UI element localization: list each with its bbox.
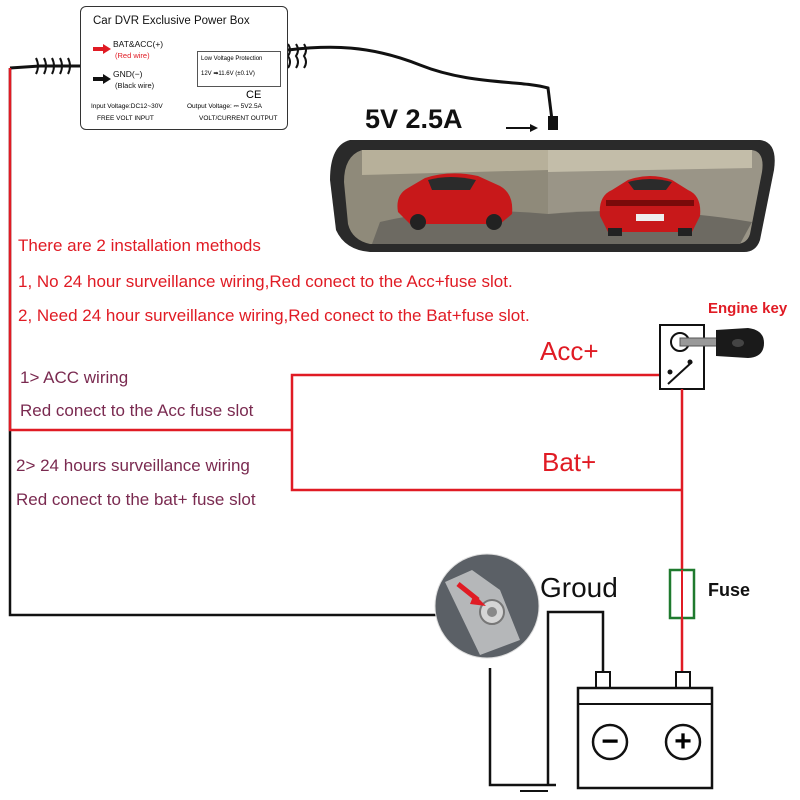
instruction-header: There are 2 installation methods [18, 236, 261, 255]
acc-label: Acc+ [540, 336, 599, 366]
ground-symbol [512, 784, 556, 792]
red-wire-acc [290, 373, 660, 430]
engine-key-switch [659, 324, 764, 390]
power-box: Car DVR Exclusive Power Box BAT&ACC(+) (… [80, 6, 288, 130]
black-wire-battery-neg [546, 610, 605, 785]
black-wire-label: (Black wire) [115, 81, 155, 90]
battery [576, 671, 714, 790]
red-wire-main [8, 68, 292, 432]
instruction-method-1: 1, No 24 hour surveillance wiring,Red co… [18, 272, 513, 291]
output-cable [286, 43, 558, 130]
battery-minus-icon: − [601, 725, 619, 758]
red-wire-label: (Red wire) [115, 51, 150, 60]
red-wire-bat [290, 430, 682, 492]
output-rating: 5V 2.5A [365, 104, 463, 134]
black-arrow-icon [93, 71, 111, 89]
fuse-label: Fuse [708, 580, 751, 600]
input-cable [9, 57, 80, 75]
gnd-label: GND(−) [113, 69, 143, 79]
bat-wiring-title: 2> 24 hours surveillance wiring [16, 456, 250, 475]
bat-label: Bat+ [542, 447, 597, 477]
mirror-dashcam [330, 140, 775, 252]
ground-bolt-photo [434, 553, 540, 659]
low-voltage-title: Low Voltage Protection [201, 56, 263, 62]
battery-plus-icon: + [674, 725, 692, 758]
output-voltage: Output Voltage: ⎓ 5V2.5A [187, 103, 262, 110]
input-voltage: Input Voltage:DC12~30V [91, 103, 163, 110]
low-voltage-protection: Low Voltage Protection 12V ➡11.6V (±0.1V… [197, 51, 281, 87]
bat-wiring-desc: Red conect to the bat+ fuse slot [16, 490, 256, 509]
black-wire-bolt [488, 668, 556, 787]
volt-current-output: VOLT/CURRENT OUTPUT [199, 115, 278, 122]
arrow-to-mirror [506, 124, 538, 132]
bat-acc-label: BAT&ACC(+) [113, 39, 164, 49]
power-box-title: Car DVR Exclusive Power Box [93, 15, 250, 27]
free-volt-input: FREE VOLT INPUT [97, 115, 154, 122]
ce-mark: CE [246, 89, 262, 101]
red-arrow-icon [93, 41, 111, 59]
ground-label: Groud [540, 572, 618, 603]
acc-wiring-title: 1> ACC wiring [20, 368, 129, 387]
instruction-method-2: 2, Need 24 hour surveillance wiring,Red … [18, 306, 530, 325]
acc-wiring-desc: Red conect to the Acc fuse slot [20, 401, 254, 420]
fuse [668, 568, 696, 620]
engine-key-label: Engine key [708, 300, 788, 317]
low-voltage-value: 12V ➡11.6V (±0.1V) [201, 71, 255, 77]
